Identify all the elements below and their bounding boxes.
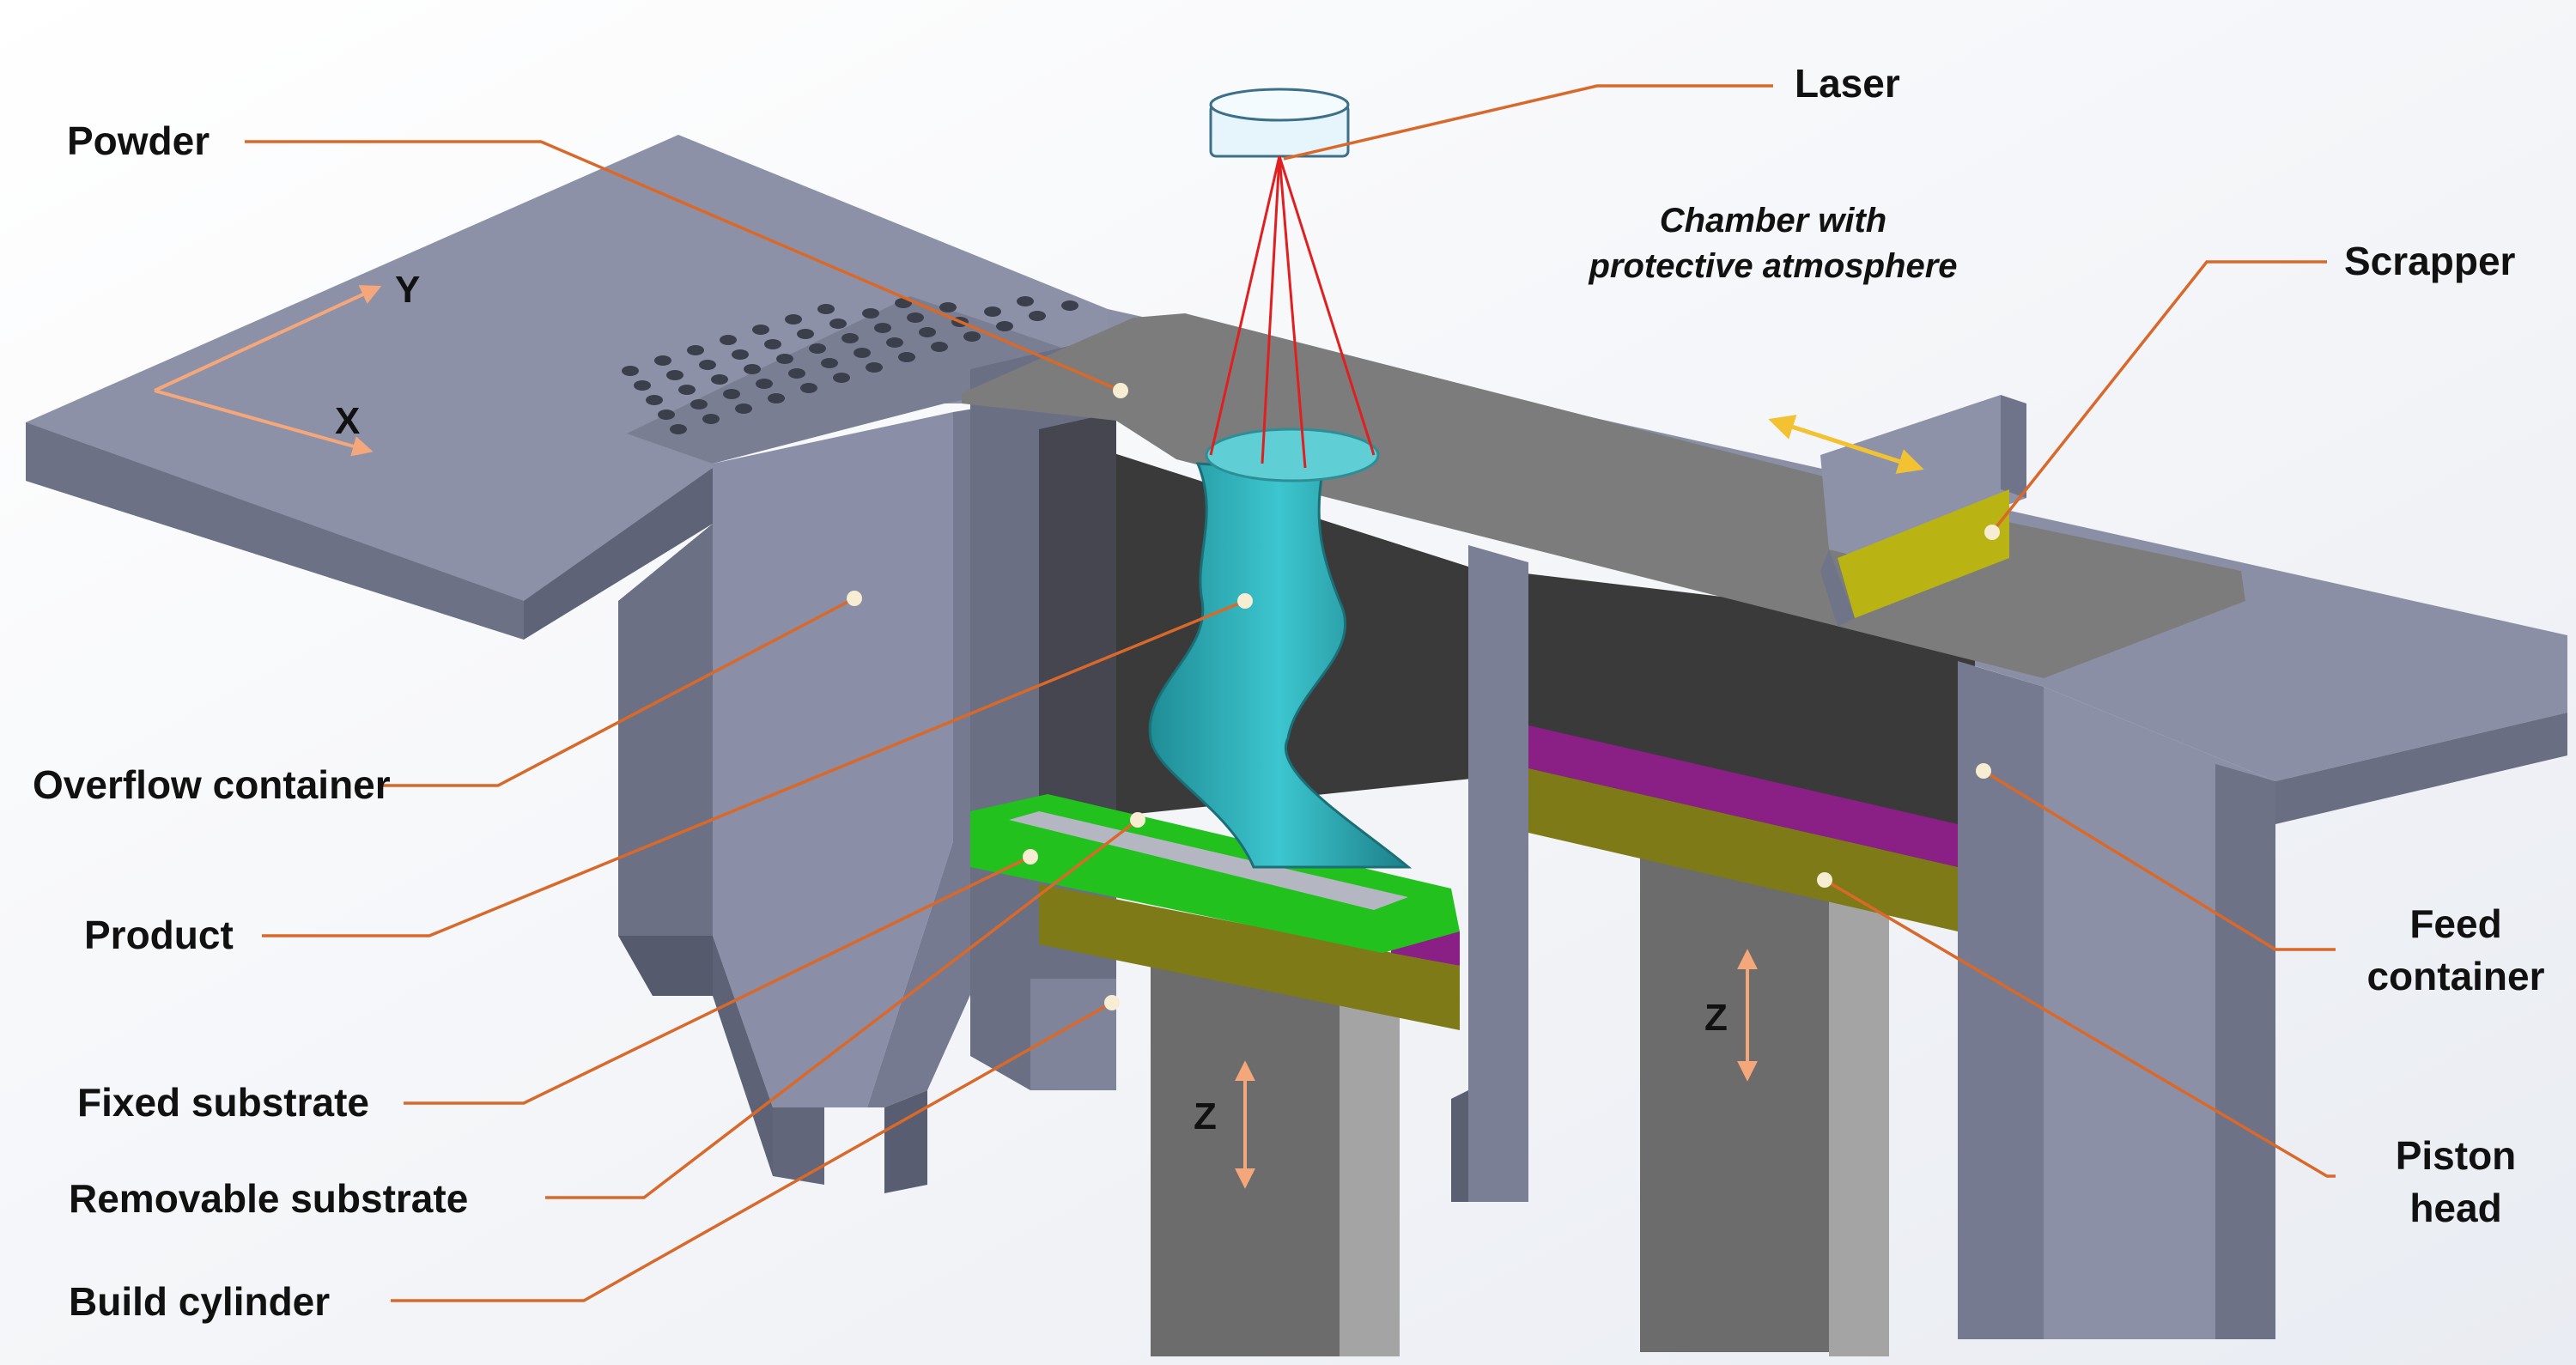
- grid-hole: [622, 366, 639, 376]
- laser-beams: [1209, 155, 1376, 469]
- label-axis-z-build: Z: [1194, 1095, 1217, 1138]
- leader-laser: [1283, 84, 1773, 161]
- leader-build-cylinder: [391, 1001, 1113, 1302]
- grid-hole: [841, 333, 859, 343]
- label-laser: Laser: [1795, 61, 1900, 106]
- grid-hole: [866, 362, 883, 373]
- grid-hole: [1017, 296, 1034, 306]
- grid-hole: [756, 379, 773, 389]
- grid-hole: [768, 393, 785, 403]
- grid-hole: [720, 335, 737, 345]
- grid-hole: [723, 389, 740, 399]
- grid-hole: [666, 370, 683, 380]
- label-axis-x: X: [335, 400, 360, 442]
- grid-hole: [711, 374, 728, 385]
- grid-hole: [732, 349, 749, 360]
- label-piston-line1: Piston: [2396, 1133, 2517, 1178]
- grid-hole: [654, 355, 671, 366]
- grid-hole: [833, 373, 850, 383]
- grid-hole: [752, 325, 769, 335]
- label-fixed-substrate: Fixed substrate: [77, 1080, 369, 1125]
- grid-hole: [1029, 311, 1046, 321]
- grid-hole: [735, 403, 752, 414]
- grid-hole: [744, 364, 761, 374]
- label-feed-line1: Feed: [2409, 901, 2501, 946]
- label-overflow-container: Overflow container: [33, 762, 391, 807]
- grid-hole: [800, 383, 817, 393]
- grid-hole: [931, 342, 948, 352]
- axis-y-arrow: [154, 285, 382, 392]
- label-chamber-line1: Chamber with: [1660, 202, 1886, 240]
- grid-hole: [702, 414, 720, 424]
- leader-powder: [245, 140, 1121, 392]
- scraper-motion-arrow: [1768, 415, 1924, 474]
- axis-arrows: [154, 285, 1758, 1189]
- build-piston: [970, 794, 1460, 1356]
- grid-hole: [898, 352, 915, 362]
- leader-scrapper: [1990, 260, 2327, 534]
- overflow-grid-holes: [622, 296, 1078, 434]
- leader-product: [262, 599, 1246, 937]
- grid-hole: [854, 348, 871, 358]
- feed-piston: [1528, 725, 1958, 1356]
- label-piston-line2: head: [2409, 1186, 2501, 1230]
- grid-hole: [939, 302, 957, 312]
- grid-hole: [817, 304, 835, 314]
- grid-hole: [821, 358, 838, 368]
- grid-hole: [634, 380, 651, 391]
- grid-hole: [996, 321, 1013, 331]
- grid-hole: [785, 314, 802, 325]
- grid-hole: [862, 308, 879, 318]
- leader-fixed-substrate: [404, 855, 1031, 1105]
- grid-hole: [788, 368, 805, 379]
- grid-hole: [646, 395, 663, 405]
- label-build-cylinder: Build cylinder: [69, 1279, 330, 1324]
- grid-hole: [809, 343, 826, 354]
- leader-lines: [245, 84, 2336, 1302]
- leader-feed-container: [1983, 769, 2336, 951]
- label-axis-y: Y: [395, 269, 420, 311]
- axis-x-arrow: [154, 389, 374, 457]
- grid-hole: [690, 399, 708, 410]
- label-scrapper: Scrapper: [2344, 239, 2516, 283]
- label-axis-z-feed: Z: [1704, 997, 1728, 1039]
- grid-hole: [919, 327, 936, 337]
- grid-hole: [874, 323, 891, 333]
- leader-removable-substrate: [545, 818, 1139, 1199]
- grid-hole: [670, 424, 687, 434]
- grid-hole: [963, 331, 981, 342]
- grid-hole: [776, 354, 793, 364]
- grid-hole: [984, 306, 1001, 317]
- grid-hole: [886, 337, 903, 348]
- grid-hole: [829, 318, 847, 329]
- leader-piston-head: [1824, 878, 2336, 1178]
- label-product: Product: [84, 913, 234, 957]
- grid-hole: [658, 410, 675, 420]
- grid-hole: [678, 385, 696, 395]
- anchor-dots: [847, 383, 2000, 1010]
- label-removable-substrate: Removable substrate: [69, 1176, 468, 1221]
- grid-hole: [1061, 300, 1078, 311]
- labels: Laser Powder Chamber with protective atm…: [33, 61, 2545, 1324]
- grid-hole: [907, 312, 924, 323]
- scraper: [1820, 395, 2026, 627]
- grid-hole: [687, 345, 704, 355]
- label-feed-line2: container: [2366, 954, 2544, 998]
- product: [1148, 428, 1413, 869]
- grid-hole: [797, 329, 814, 339]
- grid-hole: [699, 360, 716, 370]
- label-powder: Powder: [67, 118, 210, 163]
- label-chamber-line2: protective atmosphere: [1588, 247, 1957, 285]
- leader-overflow: [382, 597, 855, 787]
- laser-source: [1209, 88, 1350, 158]
- grid-hole: [764, 339, 781, 349]
